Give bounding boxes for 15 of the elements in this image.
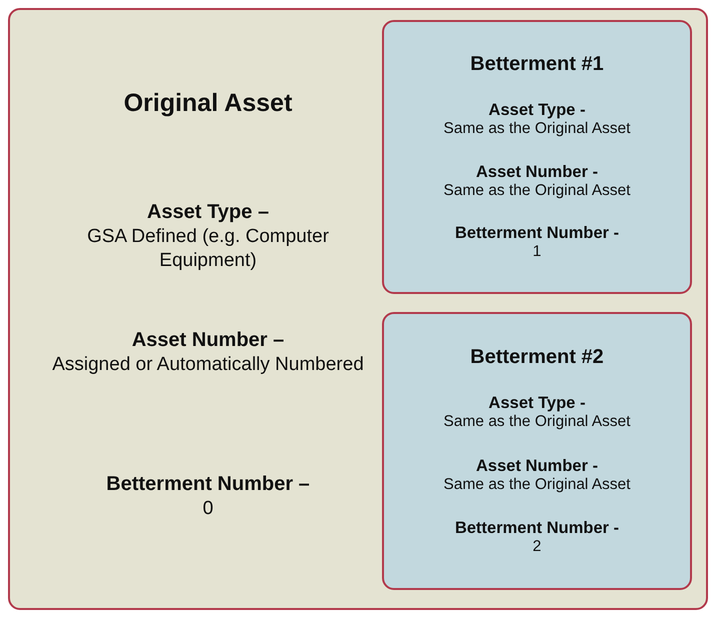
field-description: Betterment Number - 2 [454, 519, 620, 556]
field-description: Betterment Number - 1 [454, 224, 620, 262]
heading: Betterment #2 [470, 346, 604, 369]
field-description: Betterment Number – 0 [105, 472, 311, 521]
field-description: Asset Number – Assigned or Automatically Numbered [51, 328, 365, 377]
asset-panel [8, 8, 708, 610]
betterment-box [382, 312, 692, 590]
heading: Betterment #1 [470, 52, 604, 76]
field-description: Asset Type - Same as the Original Asset [444, 394, 630, 432]
field-description: Asset Number - Same as the Original Asset [444, 162, 630, 200]
field-description: Asset Type – GSA Defined (e.g. Computer Equipment) [86, 200, 330, 272]
heading: Original Asset [122, 88, 294, 119]
betterment-box [382, 20, 692, 294]
field-description: Asset Type - Same as the Original Asset [444, 100, 630, 138]
field-description: Asset Number - Same as the Original Asset [444, 456, 630, 494]
